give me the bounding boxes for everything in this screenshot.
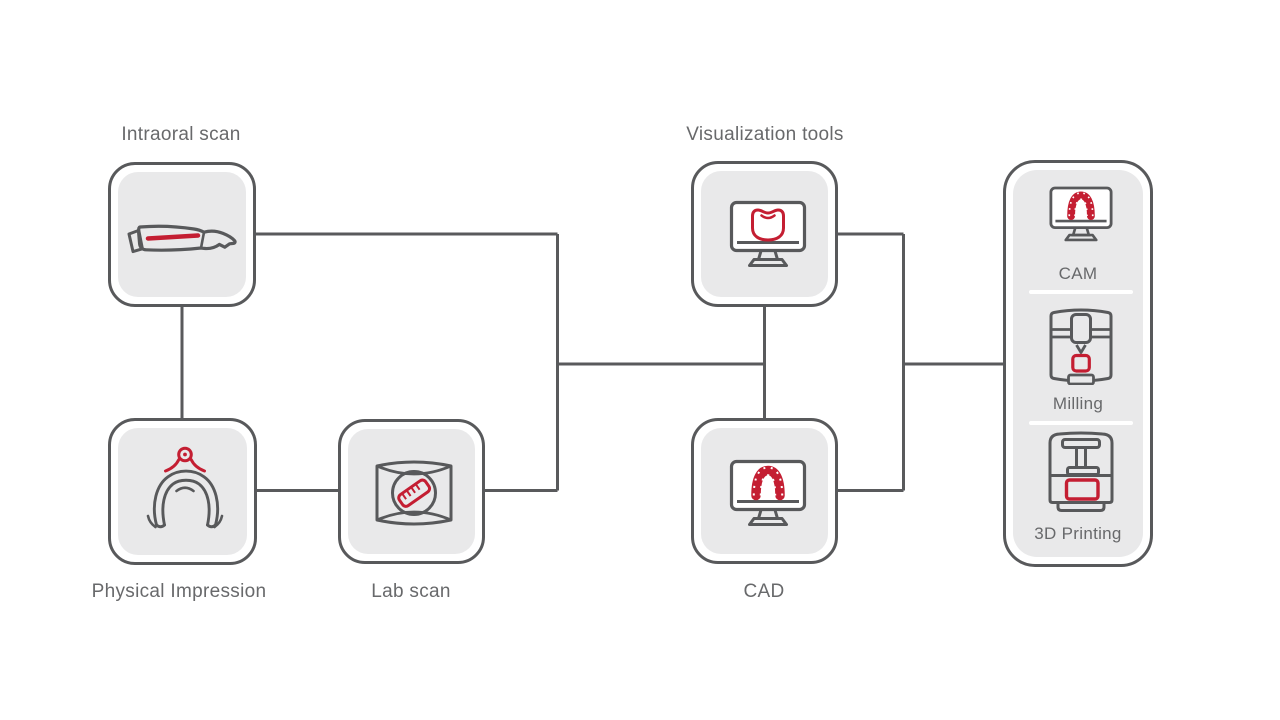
monitor-dental-arch-icon [729, 459, 807, 526]
node-label-cad: CAD [743, 581, 785, 602]
panel-item-label-milling: Milling [1052, 394, 1104, 413]
impression-tray-icon [146, 446, 224, 529]
node-visualization-tools [691, 161, 838, 307]
intraoral-scanner-icon [127, 224, 237, 254]
node-fill [348, 429, 475, 554]
panel-divider [1029, 290, 1133, 294]
panel-divider [1029, 421, 1133, 425]
panel-item-label-cam: CAM [1058, 264, 1098, 283]
node-lab-scan [338, 419, 485, 564]
node-label-visualization-tools: Visualization tools [686, 124, 844, 145]
node-intraoral-scan [108, 162, 256, 307]
node-label-lab-scan: Lab scan [371, 581, 451, 602]
monitor-dental-arch-icon [1049, 186, 1113, 242]
output-panel: CAM Milling 3D Printing [1003, 160, 1153, 567]
node-label-physical-impression: Physical Impression [91, 581, 267, 602]
milling-machine-icon [1049, 308, 1113, 385]
node-physical-impression [108, 418, 257, 565]
node-cad [691, 418, 838, 564]
3d-printer-icon [1048, 431, 1114, 512]
node-label-intraoral-scan: Intraoral scan [121, 124, 241, 145]
lab-scanner-icon [375, 460, 453, 526]
monitor-occlusal-scan-icon [729, 200, 807, 267]
panel-item-label-3d-printing: 3D Printing [1034, 524, 1122, 543]
